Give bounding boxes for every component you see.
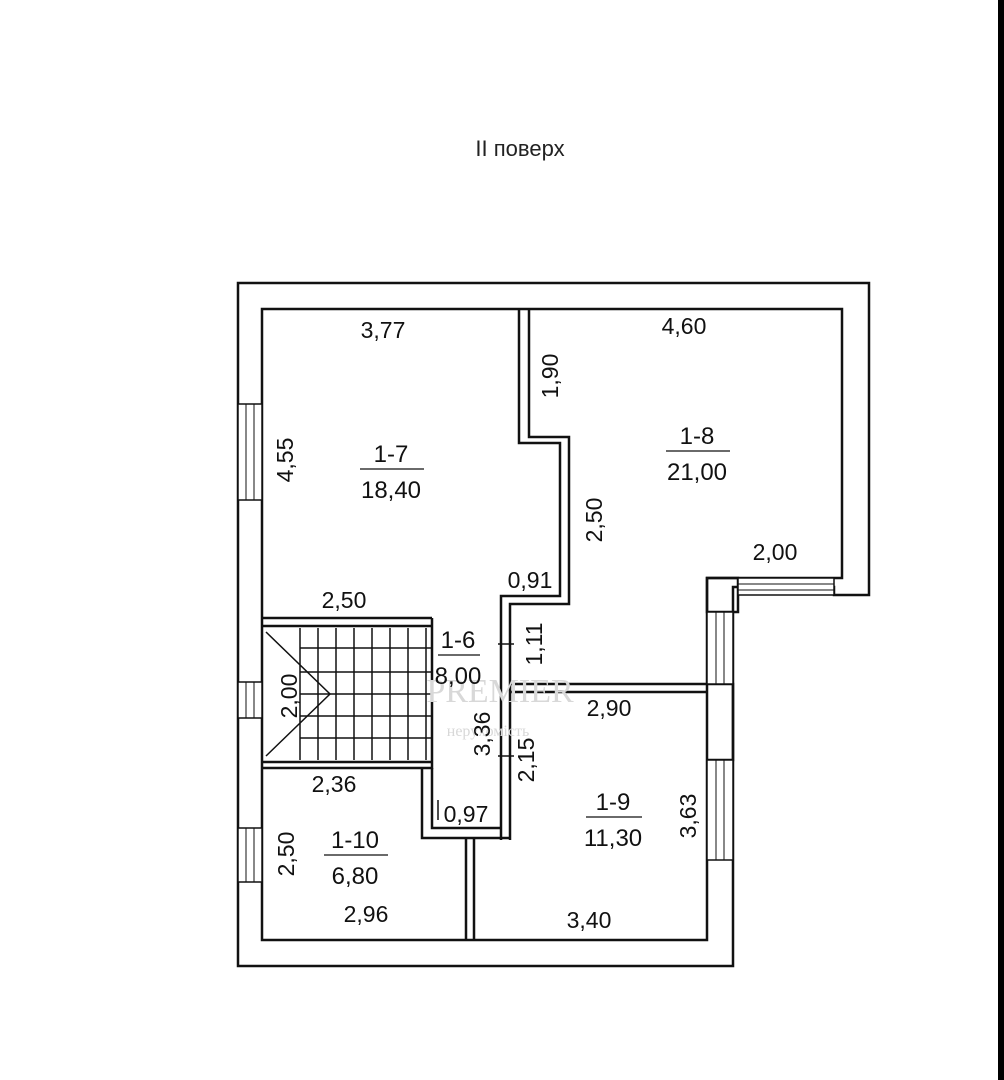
dim-stair-width: 2,00: [276, 674, 302, 719]
window-18: [737, 577, 835, 596]
dim-corr-width: 0,91: [508, 567, 553, 593]
room-18-id: 1-8: [680, 423, 715, 450]
room-19-area: 11,30: [584, 825, 642, 852]
stair-treads: [265, 628, 432, 760]
dim-r19-right: 3,63: [675, 794, 701, 839]
window-19-lower: [706, 759, 734, 861]
room-110-area: 6,80: [332, 863, 379, 890]
wall-110-19: [464, 838, 476, 940]
watermark-sub: нерухомість: [447, 723, 530, 740]
wall-18-19: [510, 682, 707, 694]
room-18-area: 21,00: [667, 459, 727, 486]
dim-r19-bottom: 3,40: [567, 907, 612, 933]
watermark-main: PREMIER: [426, 673, 574, 710]
dim-corr-bottom: 0,97: [444, 801, 489, 827]
room-17-id: 1-7: [374, 441, 409, 468]
floor-title: II поверх: [475, 136, 565, 161]
room-19-id: 1-9: [596, 789, 631, 816]
room-17-area: 18,40: [361, 477, 421, 504]
window-17: [237, 403, 263, 501]
dim-r110-top: 2,36: [312, 771, 357, 797]
screen-edge: [998, 0, 1004, 1080]
dim-r17-left: 4,55: [272, 438, 298, 483]
wall-corner-block: [705, 576, 740, 614]
dim-corr-upper: 1,11: [521, 622, 547, 665]
dim-r19-top: 2,90: [587, 695, 632, 721]
dim-r110-left: 2,50: [273, 832, 299, 877]
dim-r110-bottom: 2,96: [344, 901, 389, 927]
wall-corridor-bottom: [420, 768, 510, 840]
dim-r17-top: 3,77: [361, 317, 406, 343]
window-110: [237, 827, 263, 883]
wall-19-right: [707, 682, 735, 762]
room-16-area: 8,00: [435, 663, 482, 690]
dim-r18-left: 2,50: [581, 498, 607, 543]
dim-r18-top: 4,60: [662, 313, 707, 339]
dim-corr-lower: 2,15: [513, 738, 539, 783]
room-16-id: 1-6: [441, 627, 476, 654]
dimension-ticks: [437, 643, 514, 820]
room-110-id: 1-10: [331, 827, 379, 854]
partition-17-18: [499, 309, 562, 840]
dim-corr-length: 3,36: [469, 712, 495, 757]
dim-r17-notch: 1,90: [537, 354, 563, 399]
dim-r18-ledge: 2,00: [753, 539, 798, 565]
dim-r17-bottom: 2,50: [322, 587, 367, 613]
window-stair: [237, 681, 263, 719]
window-19-upper: [706, 611, 734, 685]
wall-17-stair: [262, 616, 432, 628]
